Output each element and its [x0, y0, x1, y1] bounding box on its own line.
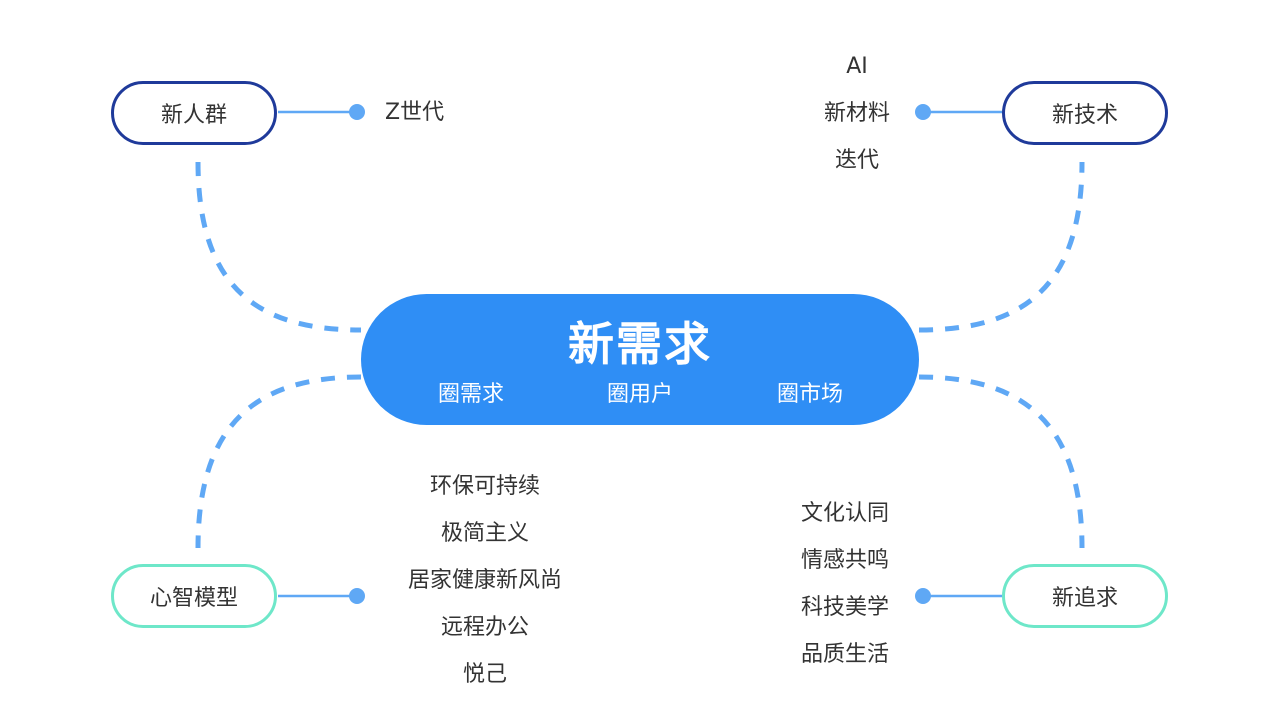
list-item: 品质生活: [800, 642, 889, 667]
dot-mind-model: [349, 588, 365, 604]
center-sub-users: 圈用户: [606, 382, 673, 407]
list-item: 新材料: [823, 101, 890, 126]
list-item: 情感共鸣: [800, 548, 889, 573]
dashed-connector-bottom-right: [918, 374, 1085, 549]
dashed-connector-top-left: [195, 161, 362, 333]
list-new-crowd: Z世代: [385, 89, 485, 136]
dashed-connector-top-right: [918, 161, 1085, 333]
list-item: 居家健康新风尚: [407, 568, 562, 593]
list-item: 极简主义: [440, 521, 529, 546]
list-item: 迭代: [834, 148, 879, 173]
list-mind-model: 环保可持续 极简主义 居家健康新风尚 远程办公 悦己: [395, 463, 575, 698]
list-new-tech: AI 新材料 迭代: [797, 43, 917, 184]
list-item: 科技美学: [800, 595, 889, 620]
node-mind-model: 心智模型: [111, 564, 277, 628]
center-sub-market: 圈市场: [776, 382, 843, 407]
node-new-pursuit: 新追求: [1002, 564, 1168, 628]
list-item: 远程办公: [440, 615, 529, 640]
list-item: Z世代: [385, 100, 445, 125]
node-new-crowd: 新人群: [111, 81, 277, 145]
list-item: AI: [846, 54, 868, 79]
center-title: 新需求: [568, 317, 712, 371]
list-item: 文化认同: [800, 501, 889, 526]
list-item: 悦己: [462, 662, 507, 687]
dot-new-crowd: [349, 104, 365, 120]
center-sub-demand: 圈需求: [437, 382, 504, 407]
list-new-pursuit: 文化认同 情感共鸣 科技美学 品质生活: [785, 490, 905, 678]
center-node: 新需求 圈需求 圈用户 圈市场: [361, 294, 919, 425]
list-item: 环保可持续: [429, 474, 540, 499]
dashed-connector-bottom-left: [195, 374, 362, 549]
dot-new-pursuit: [915, 588, 931, 604]
node-new-tech: 新技术: [1002, 81, 1168, 145]
dot-new-tech: [915, 104, 931, 120]
